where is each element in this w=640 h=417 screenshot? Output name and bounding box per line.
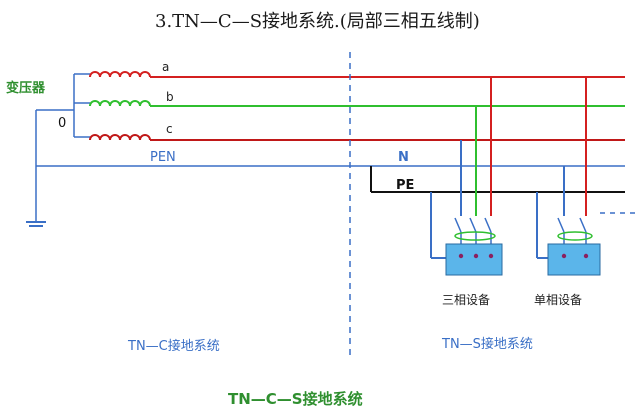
coil-c-icon	[89, 134, 151, 141]
single-phase-ct-icon	[557, 231, 593, 241]
n-label: N	[398, 150, 409, 165]
phase-b-label: b	[166, 90, 174, 104]
pen-label: PEN	[150, 150, 176, 165]
pe-label: PE	[396, 178, 414, 193]
three-phase-device-wiring	[430, 77, 492, 259]
device-terminal	[473, 253, 479, 259]
pe-line	[370, 166, 625, 193]
device-terminal	[561, 253, 567, 259]
device-terminal	[458, 253, 464, 259]
phase-a-label: a	[162, 60, 169, 74]
earth-ground-icon	[26, 221, 46, 227]
device-terminal	[488, 253, 494, 259]
device-terminal	[583, 253, 589, 259]
single-phase-device-label: 单相设备	[534, 293, 582, 307]
section-label-left: TN—C接地系统	[127, 338, 220, 354]
single-phase-device-wiring	[536, 77, 587, 259]
coil-a-icon	[89, 71, 151, 78]
transformer-label: 变压器	[6, 80, 46, 96]
diagram-title: 3.TN—C—S接地系统.(局部三相五线制)	[155, 11, 480, 32]
section-label-right: TN—S接地系统	[441, 336, 533, 352]
phase-c-label: c	[166, 122, 173, 136]
neutral-point-label: 0	[58, 116, 66, 131]
three-phase-device	[445, 243, 503, 276]
coil-b-icon	[89, 100, 151, 107]
transformer-star-connection	[35, 73, 90, 222]
single-phase-device	[547, 243, 601, 276]
three-phase-ct-icon	[454, 231, 496, 241]
bottom-title: TN—C—S接地系统	[228, 390, 363, 408]
three-phase-device-label: 三相设备	[442, 293, 490, 307]
